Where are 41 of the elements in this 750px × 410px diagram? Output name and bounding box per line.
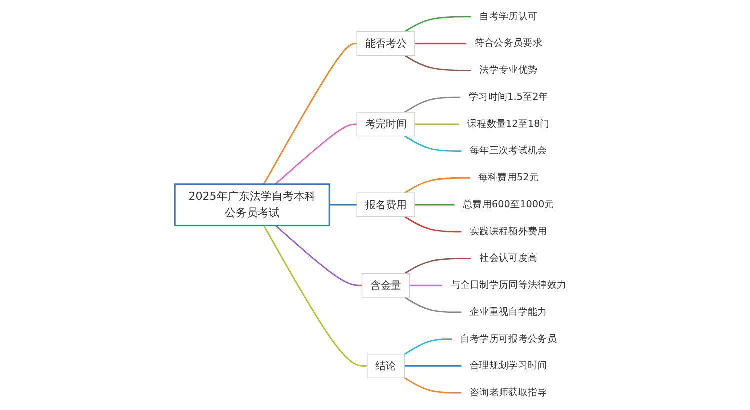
node-text: 学习时间1.5至2年 bbox=[469, 92, 548, 103]
connector bbox=[404, 258, 472, 274]
node-text: 企业重视自学能力 bbox=[470, 306, 548, 318]
node-box: 结论 bbox=[367, 354, 405, 378]
connector bbox=[275, 225, 362, 286]
node-text: 总费用600至1000元 bbox=[463, 199, 554, 210]
node-box: 考完时间 bbox=[356, 112, 416, 137]
connector bbox=[275, 124, 358, 185]
node-text: 符合公务员要求 bbox=[474, 38, 542, 49]
node-text: 每年三次考试机会 bbox=[470, 145, 548, 156]
connector bbox=[404, 216, 462, 233]
connector bbox=[404, 338, 452, 356]
node-text: 课程数量12至18门 bbox=[467, 118, 550, 130]
connector bbox=[404, 377, 462, 394]
connector bbox=[414, 43, 467, 44]
connector bbox=[404, 55, 472, 72]
node-text: 实践课程额外费用 bbox=[470, 226, 548, 238]
connector bbox=[404, 16, 472, 32]
connector bbox=[414, 204, 455, 206]
node-text: 社会认可度高 bbox=[480, 252, 538, 264]
connector bbox=[410, 284, 443, 286]
connector bbox=[330, 204, 358, 206]
node-text: 合理规划学习时间 bbox=[470, 360, 548, 372]
connector bbox=[404, 177, 470, 194]
node-text: 咨询老师获取指导 bbox=[470, 387, 548, 398]
node-text: 每科费用52元 bbox=[478, 172, 539, 184]
connector bbox=[263, 43, 358, 185]
connector bbox=[404, 296, 462, 314]
node-text: 与全日制学历同等法律效力 bbox=[450, 280, 567, 291]
node-box: 含金量 bbox=[362, 273, 410, 298]
node-box: 报名费用 bbox=[356, 192, 416, 218]
node-text: 自考学历可报考公务员 bbox=[460, 334, 557, 345]
connector bbox=[263, 225, 368, 367]
connector bbox=[404, 366, 462, 367]
node-text: 自考学历认可 bbox=[480, 11, 538, 22]
node-box: 能否考公 bbox=[356, 32, 416, 56]
node-text: 法学专业优势 bbox=[480, 64, 538, 76]
node-box: 2025年广东法学自考本科公务员考试 bbox=[174, 184, 330, 226]
connector bbox=[404, 136, 462, 152]
connector bbox=[404, 96, 461, 114]
connector bbox=[414, 124, 460, 126]
